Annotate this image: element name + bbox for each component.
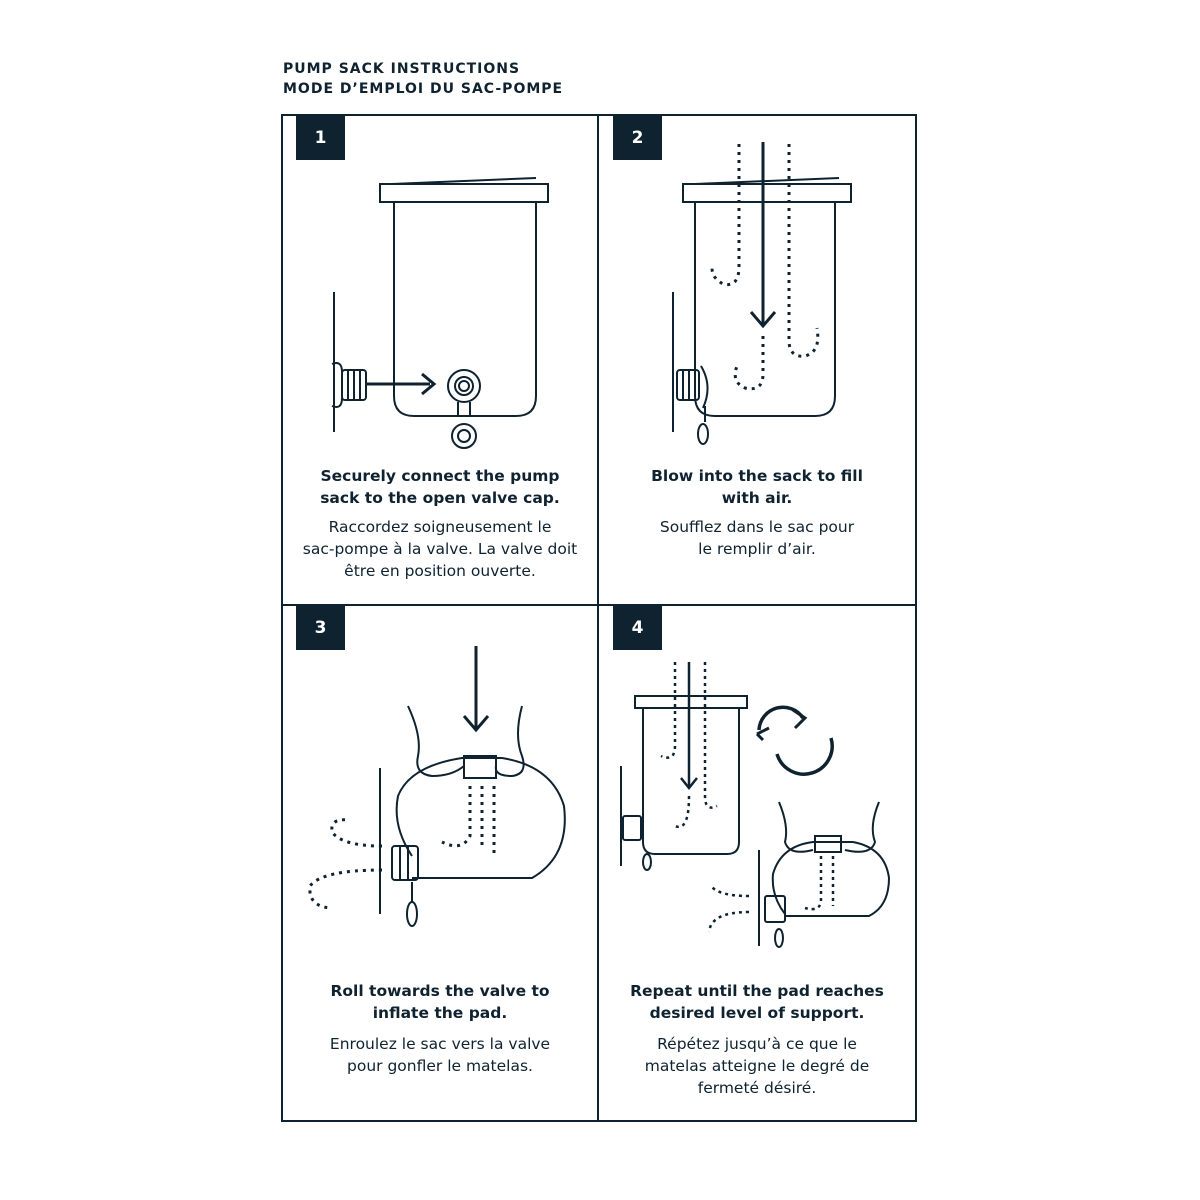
divider xyxy=(597,114,599,1122)
step-desc-line: matelas atteigne le degré de xyxy=(644,1057,870,1075)
step-title-line: Securely connect the pump xyxy=(320,467,560,485)
step-desc-line: le remplir d’air. xyxy=(698,540,816,558)
step-1-panel: 1 Securely connect the pump sack to the … xyxy=(282,116,598,604)
step-title-line: with air. xyxy=(721,489,793,507)
header-title-fr: MODE D’EMPLOI DU SAC-POMPE xyxy=(283,81,564,97)
step-number-badge: 4 xyxy=(613,606,662,650)
header-title-en: PUMP SACK INSTRUCTIONS xyxy=(283,61,521,77)
step-desc-line: Raccordez soigneusement le xyxy=(328,518,552,536)
step-title-line: Roll towards the valve to xyxy=(330,982,550,1000)
step-number-badge: 2 xyxy=(613,116,662,160)
step-title-line: Blow into the sack to fill xyxy=(651,467,863,485)
step-4-panel: 4 Repeat until the pad reaches desired l… xyxy=(599,606,915,1122)
step-desc-line: fermeté désiré. xyxy=(697,1079,817,1097)
step-title-line: Repeat until the pad reaches xyxy=(630,982,884,1000)
step-title-line: inflate the pad. xyxy=(372,1004,508,1022)
step-title-line: sack to the open valve cap. xyxy=(320,489,560,507)
step-desc-line: Soufflez dans le sac pour xyxy=(659,518,855,536)
connect-valve-illustration xyxy=(331,177,549,449)
roll-sack-illustration xyxy=(308,646,566,927)
step-desc-line: Enroulez le sac vers la valve xyxy=(329,1035,551,1053)
step-desc-line: être en position ouverte. xyxy=(344,562,536,580)
step-desc-line: Répétez jusqu’à ce que le xyxy=(657,1035,857,1053)
step-2-panel: 2 Blow into the sack to fill with air. S… xyxy=(599,116,915,604)
step-number-badge: 1 xyxy=(296,116,345,160)
step-3-panel: 3 Roll towards the valve to inflate the … xyxy=(282,606,598,1122)
instruction-grid xyxy=(281,114,917,1122)
repeat-illustration xyxy=(620,662,891,948)
step-title-line: desired level of support. xyxy=(649,1004,865,1022)
divider xyxy=(281,604,917,606)
step-number-badge: 3 xyxy=(296,606,345,650)
blow-air-illustration xyxy=(672,142,852,445)
step-desc-line: pour gonfler le matelas. xyxy=(347,1057,533,1075)
step-desc-line: sac-pompe à la valve. La valve doit xyxy=(302,540,578,558)
